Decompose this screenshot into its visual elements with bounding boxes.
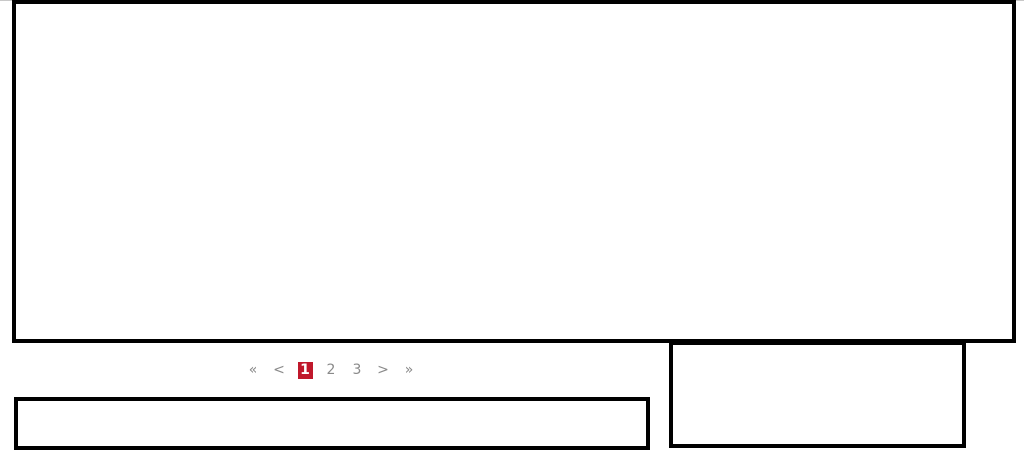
current-page-label: 1: [297, 361, 313, 379]
page-button-1[interactable]: 1: [292, 360, 318, 380]
side-panel: [669, 341, 966, 448]
last-page-button[interactable]: »: [404, 362, 414, 378]
next-page-button[interactable]: >: [377, 362, 389, 378]
page-button-2[interactable]: 2: [326, 362, 336, 378]
pagination: « < 1 2 3 > »: [240, 359, 422, 381]
first-page-button[interactable]: «: [248, 362, 258, 378]
main-content-panel: [12, 0, 1016, 343]
bottom-panel: [14, 397, 650, 450]
prev-page-button[interactable]: <: [273, 362, 285, 378]
page-button-3[interactable]: 3: [352, 362, 362, 378]
